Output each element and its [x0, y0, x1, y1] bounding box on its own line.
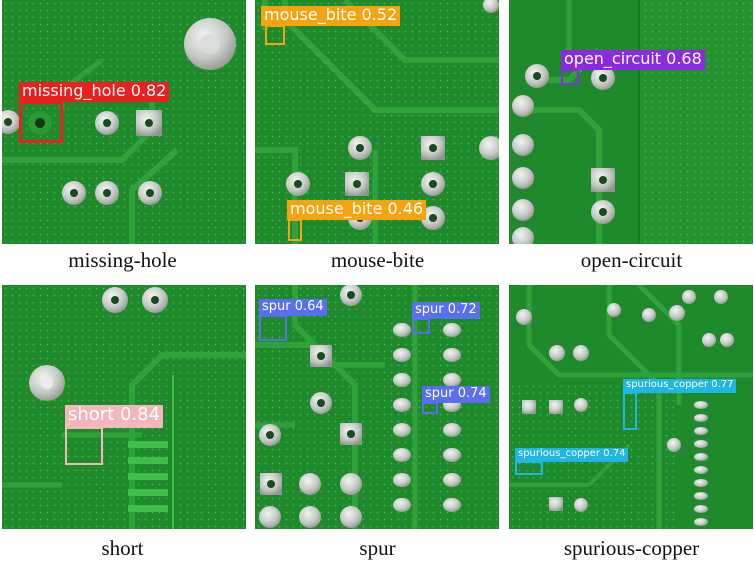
panel-mouse-bite: mouse_bite 0.52 mouse_bite 0.46: [255, 0, 499, 244]
detection-label: open_circuit 0.68: [561, 50, 705, 70]
detection-box: [288, 219, 302, 241]
panel-short: short 0.84: [2, 285, 246, 529]
caption-open-circuit: open-circuit: [580, 248, 683, 272]
detection-label: missing_hole 0.82: [19, 82, 170, 102]
pcb-image: [2, 0, 246, 244]
caption-mouse-bite: mouse-bite: [330, 248, 425, 272]
detection-box: [422, 402, 438, 414]
caption-short: short: [101, 536, 144, 560]
pcb-image: [255, 285, 499, 529]
detection-box: [65, 427, 103, 465]
detection-label: mouse_bite 0.46: [287, 200, 427, 220]
detection-box: [623, 392, 637, 430]
caption-spurious-copper: spurious-copper: [563, 536, 700, 560]
detection-box: [19, 101, 63, 143]
detection-box: [561, 69, 579, 85]
pcb-image: [509, 0, 753, 244]
caption-spur: spur: [359, 536, 396, 560]
detection-label: spurious_copper 0.77: [623, 379, 737, 393]
panel-open-circuit: open_circuit 0.68: [509, 0, 753, 244]
detection-box: [265, 25, 285, 45]
detection-label: spurious_copper 0.74: [515, 448, 629, 462]
panel-spur: spur 0.64 spur 0.72 spur 0.74: [255, 285, 499, 529]
caption-missing-hole: missing-hole: [68, 248, 177, 272]
detection-box: [412, 318, 430, 334]
detection-label: spur 0.64: [259, 299, 327, 316]
detection-label: spur 0.72: [412, 302, 480, 319]
panel-missing-hole: missing_hole 0.82: [2, 0, 246, 244]
detection-label: short 0.84: [65, 405, 164, 428]
detection-label: spur 0.74: [422, 386, 490, 403]
detection-box: [259, 315, 287, 341]
panel-spurious-copper: spurious_copper 0.77 spurious_copper 0.7…: [509, 285, 753, 529]
detection-label: mouse_bite 0.52: [261, 6, 401, 26]
detection-box: [515, 461, 543, 475]
pcb-image: [509, 285, 753, 529]
